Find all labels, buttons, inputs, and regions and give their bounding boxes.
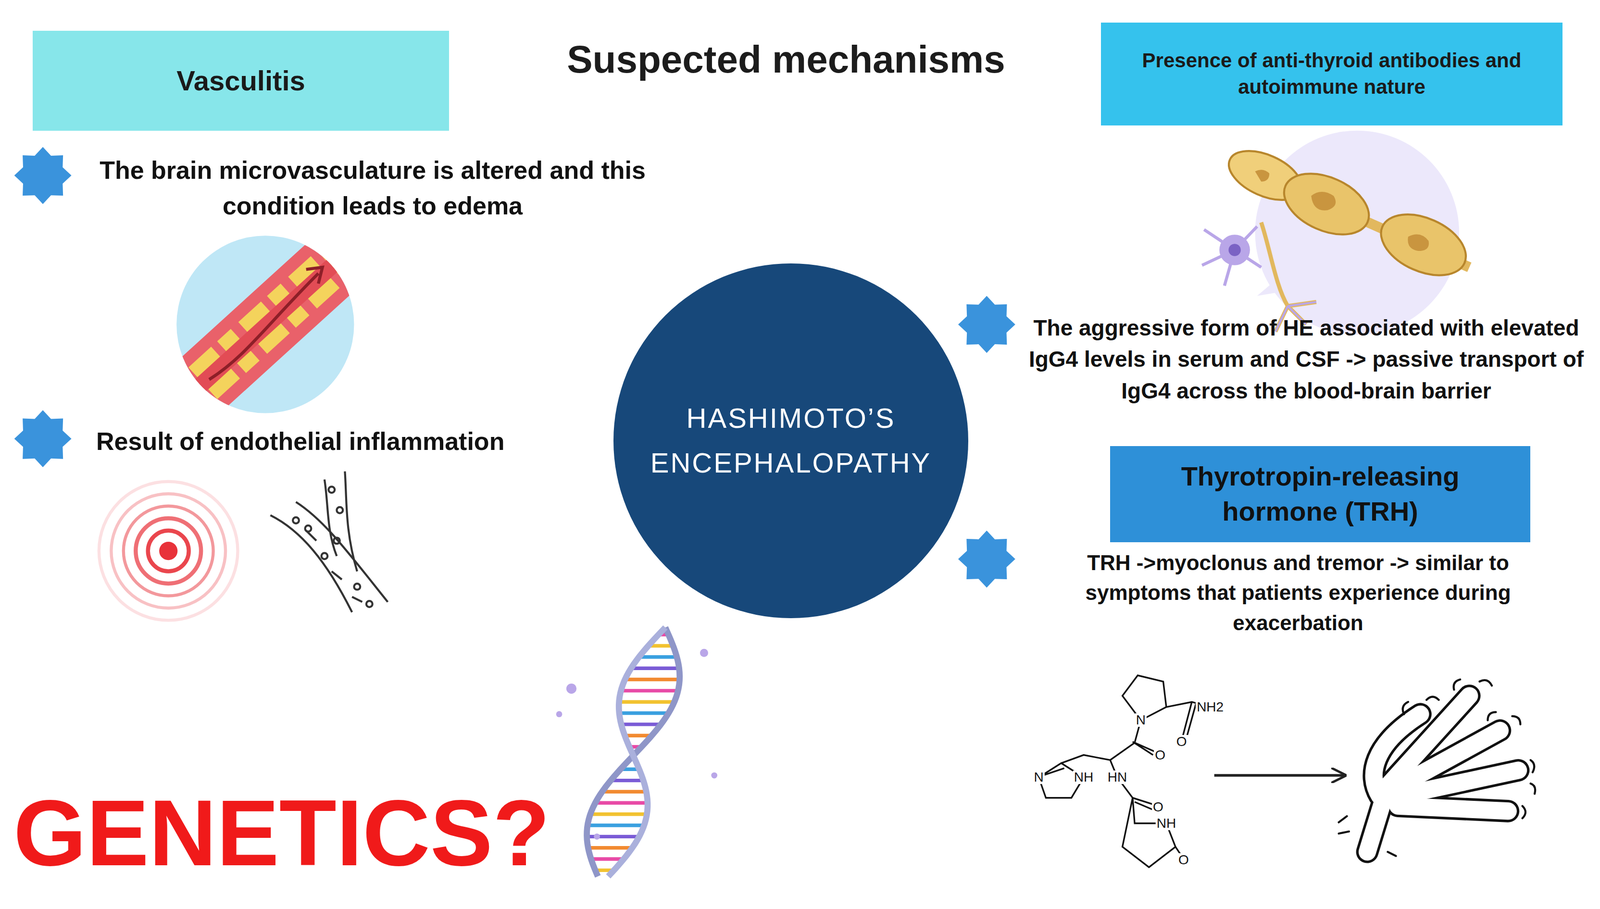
heading-text: Thyrotropin-releasing hormone (TRH) — [1124, 459, 1516, 530]
illustration-part — [306, 530, 363, 603]
illustration-part — [324, 479, 337, 557]
dna-rung — [621, 722, 661, 726]
illustration-part — [295, 501, 388, 602]
atom-label: O — [1177, 853, 1190, 867]
illustration-part — [152, 224, 378, 429]
dna-rung — [587, 846, 633, 850]
atom-label: NH — [1073, 770, 1095, 785]
heading-box: Presence of anti-thyroid antibodies and … — [1100, 22, 1563, 126]
illustration-part — [1400, 770, 1519, 796]
bullet-star — [14, 147, 72, 205]
illustration-part — [1219, 234, 1250, 266]
illustration-part — [123, 506, 214, 597]
illustration-part — [1201, 226, 1262, 286]
illustration-part — [1228, 243, 1241, 256]
damaged-vessel-sketch — [270, 471, 388, 613]
mechanism-text: TRH ->myoclonus and tremor -> similar to… — [1038, 548, 1558, 638]
dna-rung — [590, 812, 648, 816]
circle-shape — [612, 262, 970, 620]
illustration-part — [159, 541, 178, 561]
dna-strand — [587, 627, 680, 877]
bullet-star — [958, 295, 1016, 353]
illustration-part — [321, 552, 328, 560]
dna-strand — [608, 627, 666, 877]
illustration-part — [14, 130, 1536, 877]
central-label: HASHIMOTO’S ENCEPHALOPATHY — [650, 396, 932, 486]
illustration-part — [366, 600, 373, 608]
atom-label: O — [1151, 800, 1165, 814]
illustration-part — [152, 224, 378, 429]
dna-rung — [595, 801, 648, 805]
illustration-part — [305, 525, 312, 532]
illustration-part — [152, 224, 378, 429]
illustration-part — [209, 273, 319, 380]
diagram-title: Suspected mechanisms — [548, 37, 1025, 82]
illustration-part — [148, 530, 189, 572]
effect-arrow — [1214, 774, 1346, 777]
mechanism-text: The aggressive form of HE associated wit… — [1020, 312, 1593, 407]
illustration-part — [99, 481, 238, 621]
illustration-part — [344, 471, 357, 572]
dna-rung — [620, 688, 678, 693]
dna-rung — [625, 677, 680, 682]
illustration-part — [135, 518, 201, 584]
illustration-part — [333, 537, 340, 545]
dna-rung — [619, 711, 669, 715]
atom-label: O — [1175, 735, 1188, 749]
heading-text: Vasculitis — [176, 62, 306, 99]
illustration-part — [1122, 798, 1176, 868]
inflammation-rings — [99, 481, 238, 621]
dna-dot — [711, 772, 718, 779]
bullet-star — [958, 530, 1016, 588]
atom-label: HN — [1106, 770, 1128, 785]
illustration-part — [353, 583, 361, 590]
atom-label: O — [1153, 748, 1167, 763]
illustration-part — [1261, 222, 1317, 332]
illustration-part — [306, 267, 323, 284]
illustration-part — [1367, 695, 1519, 852]
circle-fill — [613, 263, 969, 619]
dna-rung — [631, 666, 680, 670]
illustration-part — [152, 224, 378, 429]
dna-dot — [556, 711, 563, 718]
illustration-part — [1398, 806, 1509, 812]
illustration-part — [111, 493, 226, 609]
heading-text: Presence of anti-thyroid antibodies and … — [1115, 47, 1549, 100]
dna-dot — [700, 649, 709, 658]
illustration-part — [1338, 816, 1397, 857]
atom-label: NH — [1155, 816, 1177, 831]
mechanism-text: Result of endothelial inflammation — [96, 424, 635, 460]
dna-dot — [566, 683, 577, 694]
dna-rung — [587, 823, 645, 827]
vessel-icon — [152, 224, 378, 429]
heading-box: Thyrotropin-releasing hormone (TRH) — [1110, 446, 1531, 543]
heading-box: Vasculitis — [32, 30, 450, 131]
tremor-hand — [1338, 679, 1536, 857]
illustration-part — [1255, 169, 1429, 251]
genetics-heading: GENETICS? — [13, 786, 572, 880]
dna-dot — [593, 833, 600, 840]
illustration-part — [1398, 806, 1509, 812]
mechanism-text: The brain microvasculature is altered an… — [76, 152, 669, 225]
dna-rung — [601, 789, 647, 794]
dna-rung — [638, 655, 677, 659]
central-circle: HASHIMOTO’S ENCEPHALOPATHY — [612, 262, 970, 620]
myelin-neuron-icon — [1201, 130, 1475, 335]
dna-rung — [619, 700, 675, 704]
illustration-part — [292, 517, 300, 524]
atom-label: N — [1032, 770, 1045, 785]
atom-label: N — [1135, 713, 1147, 727]
atom-label: NH2 — [1195, 700, 1225, 714]
illustration-part — [1402, 679, 1536, 795]
illustration-part — [336, 507, 343, 514]
illustration-part — [270, 515, 352, 613]
dna-helix — [556, 627, 718, 877]
illustration-part — [1426, 680, 1535, 819]
illustration-part — [1338, 679, 1536, 857]
bullet-star — [14, 410, 72, 468]
illustration-part — [328, 486, 335, 493]
illustration-part — [1367, 695, 1519, 852]
trh-molecule — [1038, 675, 1211, 868]
